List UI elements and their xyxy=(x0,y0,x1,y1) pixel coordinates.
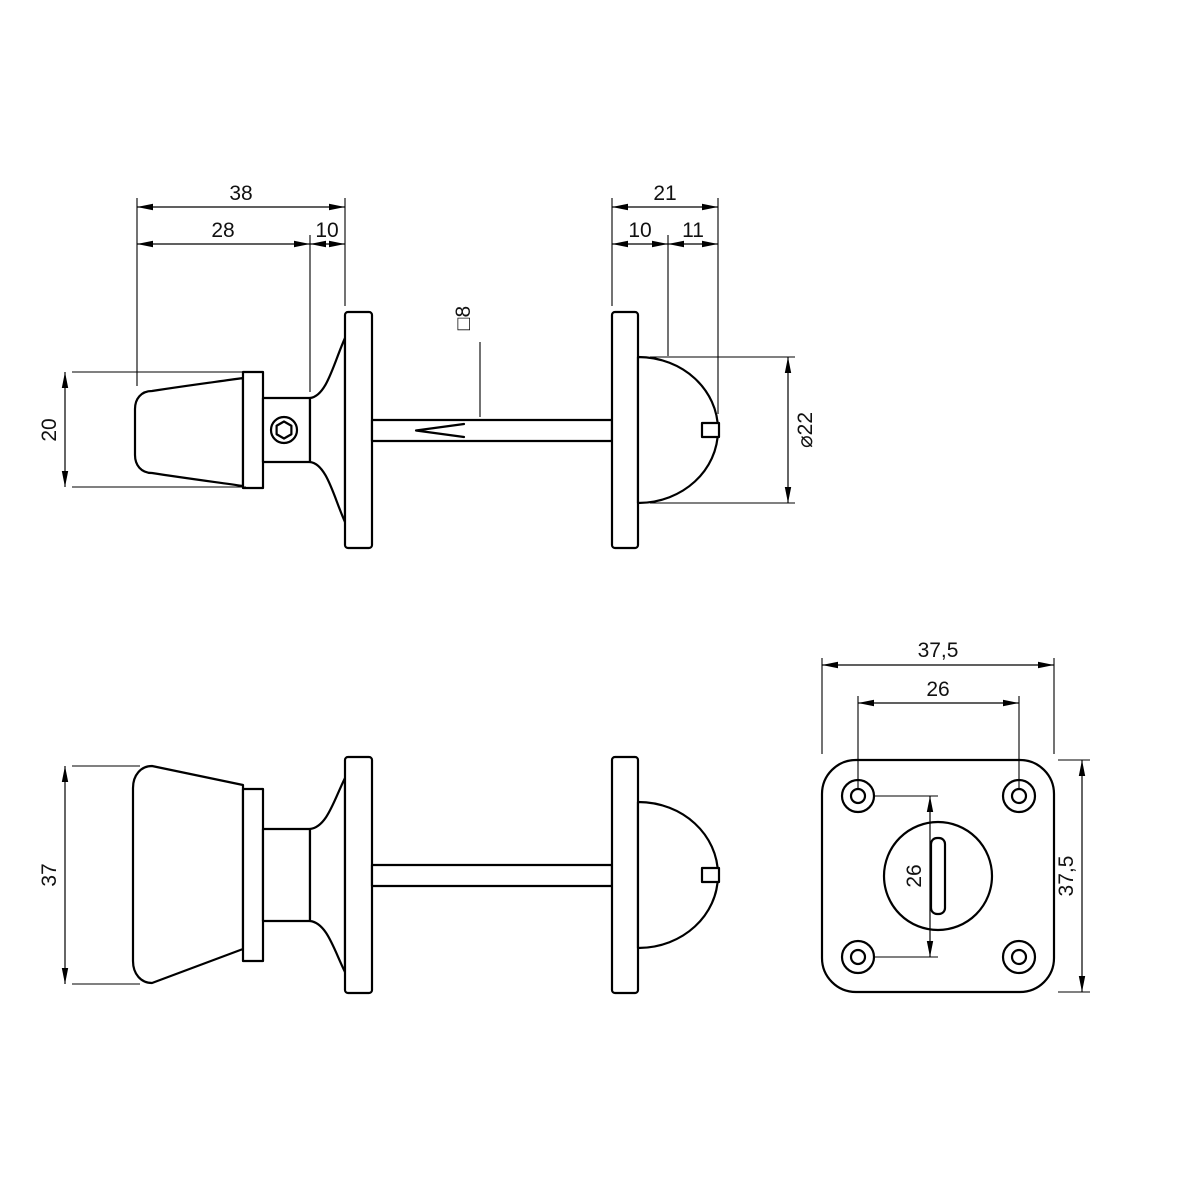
turn-knob-profile xyxy=(131,764,245,985)
spindle-split-tip xyxy=(414,422,466,439)
assembled-side-view: 37 xyxy=(38,755,721,995)
knob-base-flare xyxy=(308,776,347,974)
screw-hole-inner xyxy=(849,787,867,805)
screw-hole-inner xyxy=(1010,787,1028,805)
rose-edge-right xyxy=(610,310,640,550)
screw-hole-top-right xyxy=(1001,778,1037,814)
spindle-bar xyxy=(370,863,614,888)
dim-label-knob-projection: 28 xyxy=(211,219,234,242)
dim-label-release-overall-depth: 21 xyxy=(653,182,676,205)
dim-label-rose-height: 37,5 xyxy=(1055,856,1078,897)
dim-label-spindle-size: □8 xyxy=(452,306,475,330)
knob-collar xyxy=(241,787,265,963)
dim-label-rose-width: 37,5 xyxy=(918,639,959,662)
knob-collar xyxy=(241,370,265,490)
extension-lines-top-view xyxy=(72,198,795,504)
dim-label-release-projection: 11 xyxy=(682,219,704,242)
exploded-side-view: 38 28 10 21 10 11 20 □8 ⌀22 xyxy=(38,182,817,550)
screw-hole-inner xyxy=(849,948,867,966)
dim-label-knob-height: 20 xyxy=(38,418,61,441)
dimension-lines-top-view xyxy=(61,203,792,503)
rose-edge-left xyxy=(343,755,374,995)
release-coin-slot xyxy=(700,866,721,884)
hex-set-screw-icon xyxy=(269,415,299,445)
rose-edge-left xyxy=(343,310,374,550)
turn-release-slot xyxy=(929,836,947,916)
dimension-lines-front-view xyxy=(822,661,1086,992)
release-coin-slot xyxy=(700,421,721,439)
screw-hole-bottom-left xyxy=(840,939,876,975)
spindle-bar xyxy=(370,418,614,443)
dim-label-release-diameter: ⌀22 xyxy=(794,412,817,448)
dim-label-rose-thickness-right: 10 xyxy=(628,219,651,242)
knob-base-flare xyxy=(308,336,347,524)
hex-socket-icon xyxy=(275,420,293,440)
knob-neck xyxy=(261,827,312,923)
screw-hole-bottom-right xyxy=(1001,939,1037,975)
dim-label-screw-spacing-horizontal: 26 xyxy=(926,678,949,701)
turn-knob-profile xyxy=(133,376,245,488)
dim-label-screw-spacing-vertical: 26 xyxy=(903,864,926,887)
screw-hole-inner xyxy=(1010,948,1028,966)
extension-lines-bottom-view xyxy=(72,765,140,985)
dim-label-rose-thickness-left: 10 xyxy=(315,219,338,242)
rose-front-view: 37,5 26 26 37,5 xyxy=(820,639,1090,994)
dim-label-overall-depth: 38 xyxy=(229,182,252,205)
dim-label-knob-width: 37 xyxy=(38,863,61,886)
rose-edge-right xyxy=(610,755,640,995)
